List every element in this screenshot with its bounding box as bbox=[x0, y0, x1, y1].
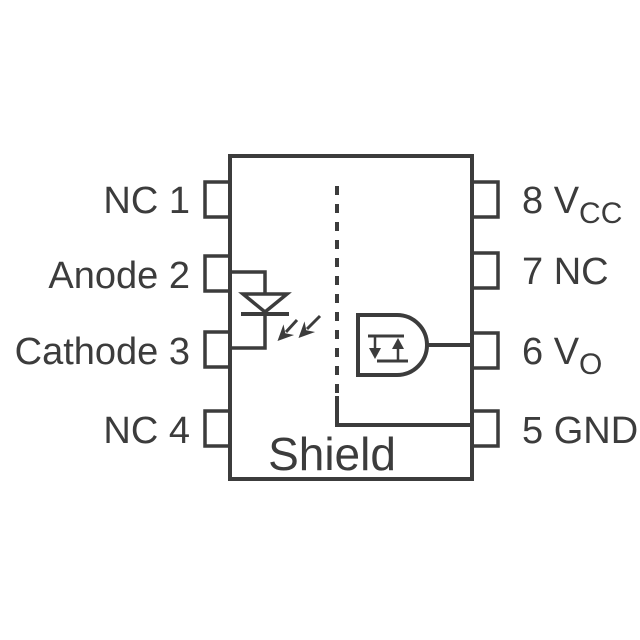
pin-3-pad bbox=[203, 330, 232, 369]
pin-1-label: NC 1 bbox=[103, 180, 190, 222]
pin-4-pad bbox=[203, 409, 232, 448]
light-arrow-1-tail bbox=[284, 318, 299, 334]
pin-8-label-subscript: CC bbox=[579, 197, 622, 230]
light-arrow-2-head bbox=[298, 321, 316, 338]
pin-2-label: Anode 2 bbox=[48, 255, 190, 297]
detector-gate-icon bbox=[356, 313, 472, 377]
detector-outline bbox=[356, 313, 429, 377]
light-emission-arrows-icon bbox=[277, 314, 322, 341]
pin-1-pad bbox=[203, 180, 232, 219]
light-arrow-1-head bbox=[277, 324, 295, 341]
pin-6-label-subscript: O bbox=[579, 348, 602, 381]
pin-5-label: 5 GND bbox=[522, 410, 638, 452]
pin-7-label: 7 NC bbox=[522, 251, 609, 293]
hysteresis-icon bbox=[368, 334, 408, 363]
pin-5-pad bbox=[470, 409, 500, 448]
cathode-wire bbox=[230, 314, 267, 350]
pin-8-pad bbox=[470, 180, 500, 219]
ic-package-outline bbox=[228, 154, 474, 481]
anode-wire bbox=[230, 270, 267, 293]
shield-line-icon bbox=[335, 186, 472, 427]
pin-3-label: Cathode 3 bbox=[15, 331, 190, 373]
pin-2-pad bbox=[203, 254, 232, 293]
pin-7-pad bbox=[470, 251, 500, 290]
shield-to-gnd-wire bbox=[335, 396, 472, 427]
light-arrow-2-tail bbox=[305, 314, 322, 331]
pin-4-label: NC 4 bbox=[103, 410, 190, 452]
pin-8-label: 8 VCC bbox=[522, 180, 622, 230]
led-icon bbox=[230, 270, 292, 350]
pin-6-pad bbox=[470, 331, 500, 370]
shield-label: Shield bbox=[268, 428, 396, 480]
led-triangle bbox=[238, 292, 292, 315]
pin-6-label: 6 VO bbox=[522, 331, 602, 381]
